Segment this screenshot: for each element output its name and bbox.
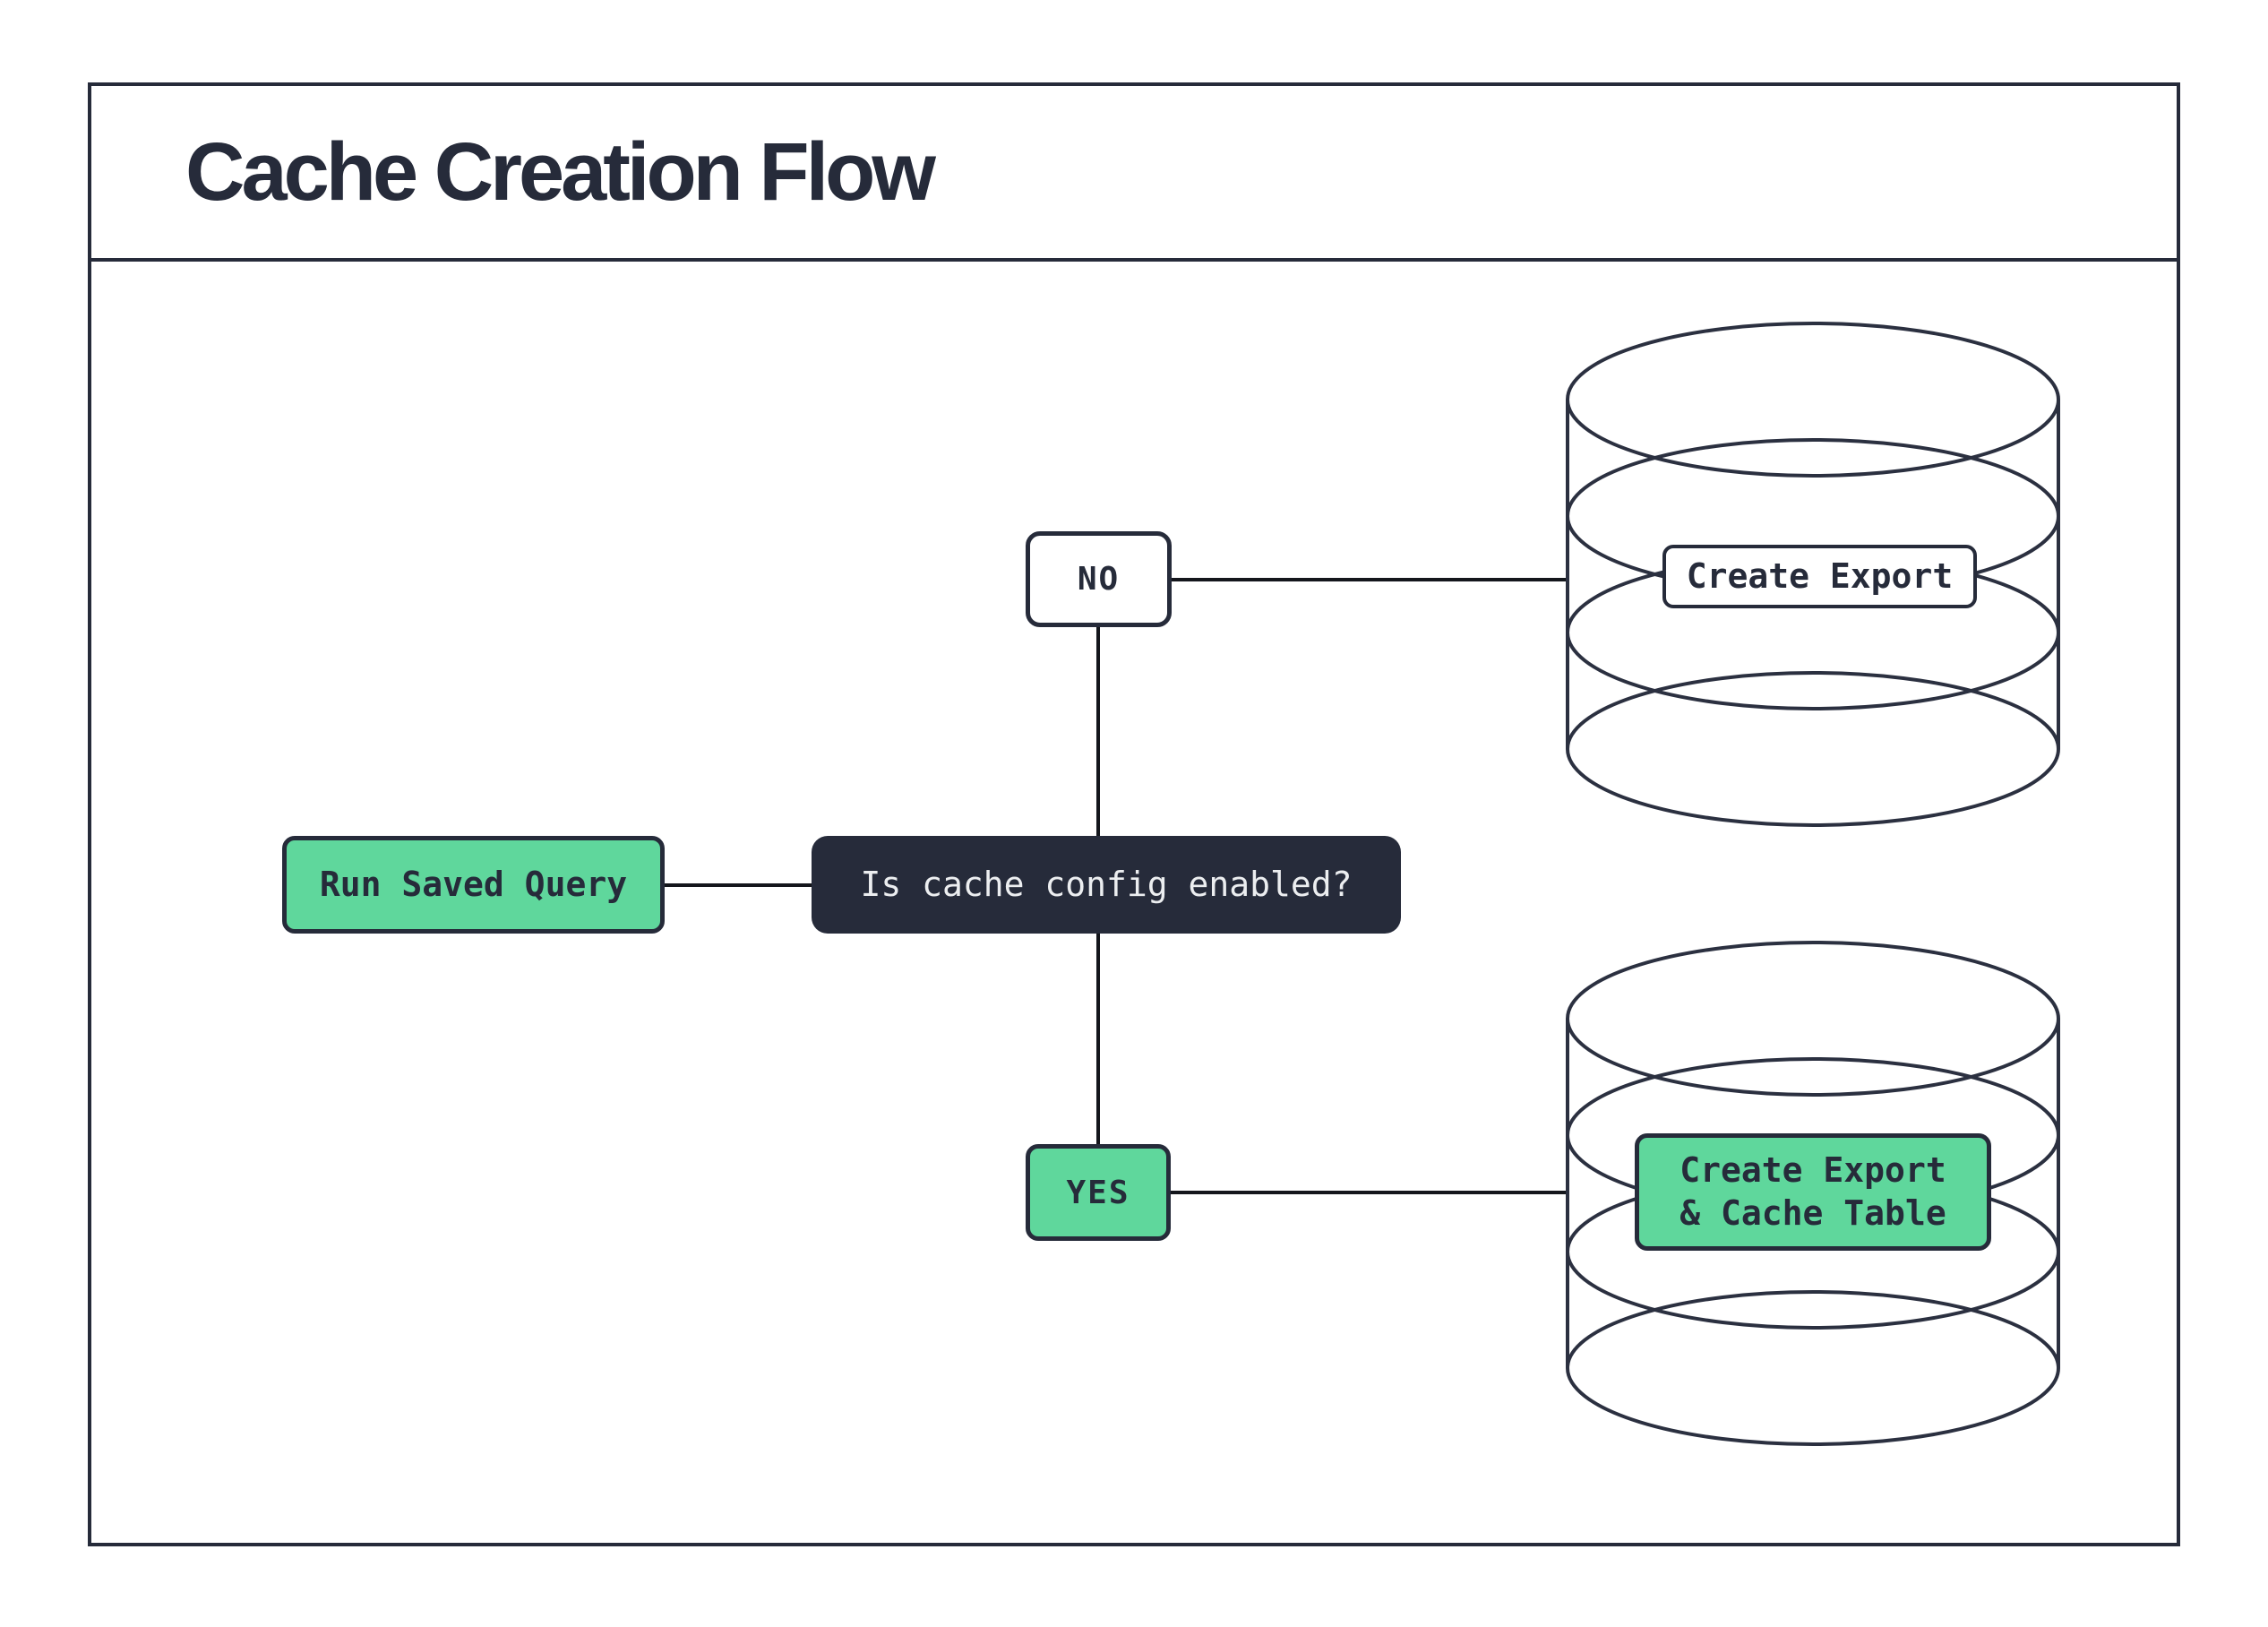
node-branch-yes: YES (1026, 1144, 1171, 1241)
diagram-header: Cache Creation Flow (88, 82, 2180, 262)
node-branch-no-label: NO (1077, 561, 1121, 598)
node-branch-yes-label: YES (1066, 1174, 1130, 1211)
connector-lines (665, 578, 1568, 1194)
label-create-export-cache-table-line2: & Cache Table (1680, 1192, 1946, 1233)
node-branch-no: NO (1026, 531, 1172, 627)
cylinder-disk (1566, 322, 2060, 478)
node-decision-label: Is cache config enabled? (860, 864, 1353, 904)
cylinder-disk (1566, 1290, 2060, 1446)
node-run-saved-query-label: Run Saved Query (319, 864, 628, 904)
cylinder-disk (1566, 671, 2060, 827)
label-create-export-cache-table: Create Export & Cache Table (1635, 1133, 1991, 1251)
label-create-export-cache-table-line1: Create Export (1680, 1150, 1946, 1190)
page-title: Cache Creation Flow (185, 125, 936, 218)
node-decision: Is cache config enabled? (812, 836, 1401, 934)
label-create-export: Create Export (1662, 545, 1977, 608)
label-create-export-text: Create Export (1686, 555, 1954, 596)
cylinder-disk (1566, 941, 2060, 1097)
node-run-saved-query: Run Saved Query (282, 836, 665, 934)
